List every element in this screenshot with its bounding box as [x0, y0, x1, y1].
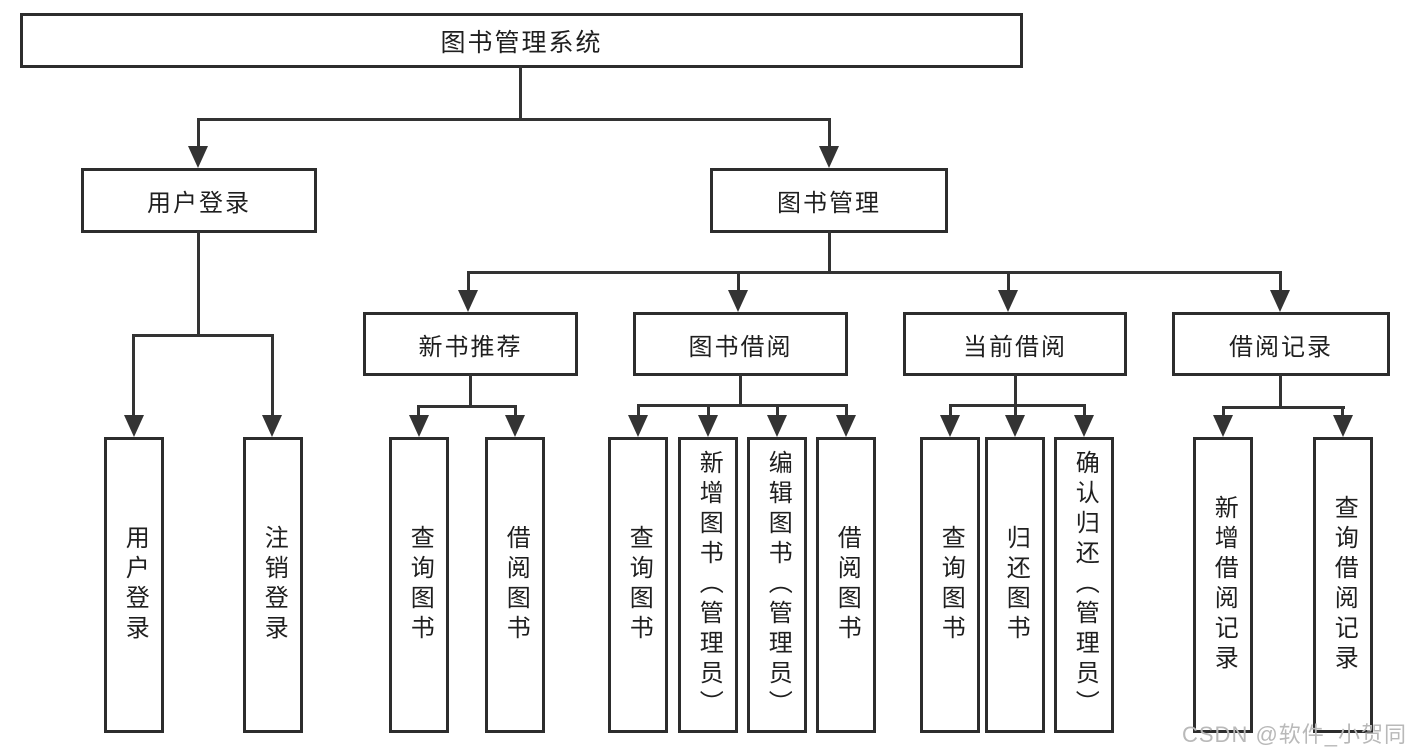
arrow-down-icon [940, 415, 960, 437]
connector-current-borrowing-rail [949, 404, 1086, 407]
node-new-book-recommend: 新书推荐 [363, 312, 578, 376]
node-borrowing-records: 借阅记录 [1172, 312, 1390, 376]
arrow-down-icon [1074, 415, 1094, 437]
node-leaf-add-borrow-record: 新增借阅记录 [1193, 437, 1253, 733]
arrow-down-icon [728, 290, 748, 312]
node-leaf-borrow-books-recommend: 借阅图书 [485, 437, 545, 733]
connector-book-borrowing-stem [739, 374, 742, 407]
connector-drop-leaf [417, 405, 420, 417]
node-book-management: 图书管理 [710, 168, 948, 233]
arrow-down-icon [1270, 290, 1290, 312]
arrow-down-icon [505, 415, 525, 437]
node-leaf-edit-book-admin: 编辑图书（管理员） [747, 437, 807, 733]
connector-book-borrowing-rail [637, 404, 847, 407]
node-leaf-logout: 注销登录 [243, 437, 303, 733]
connector-drop-new-book [467, 271, 470, 292]
connector-drop-leaf [845, 404, 848, 417]
connector-borrowing-records-rail [1222, 406, 1345, 409]
arrow-down-icon [188, 146, 208, 168]
arrow-down-icon [628, 415, 648, 437]
connector-drop-user-login [197, 118, 200, 148]
node-leaf-confirm-return-admin: 确认归还（管理员） [1054, 437, 1114, 733]
watermark: CSDN @软件_小贺同学 [1182, 722, 1405, 747]
node-leaf-return-book: 归还图书 [985, 437, 1045, 733]
connector-drop-leaf [1083, 404, 1086, 417]
arrow-down-icon [124, 415, 144, 437]
arrow-down-icon [998, 290, 1018, 312]
connector-drop-leaf [637, 404, 640, 417]
connector-drop-leaf [1341, 406, 1344, 417]
connector-drop-leaf [1222, 406, 1225, 417]
arrow-down-icon [1213, 415, 1233, 437]
node-user-login: 用户登录 [81, 168, 317, 233]
node-current-borrowing: 当前借阅 [903, 312, 1127, 376]
arrow-down-icon [819, 146, 839, 168]
connector-drop-book-borrowing [737, 271, 740, 292]
connector-new-book-rail [418, 405, 517, 408]
arrow-down-icon [767, 415, 787, 437]
node-leaf-query-books-recommend: 查询图书 [389, 437, 449, 733]
node-root: 图书管理系统 [20, 13, 1023, 68]
connector-user-login-rail [133, 334, 274, 337]
connector-drop-book-management [828, 118, 831, 148]
connector-drop-leaf [271, 334, 274, 417]
arrow-down-icon [262, 415, 282, 437]
node-book-borrowing: 图书借阅 [633, 312, 848, 376]
connector-drop-leaf [949, 404, 952, 417]
node-leaf-add-book-admin: 新增图书（管理员） [678, 437, 738, 733]
arrow-down-icon [1333, 415, 1353, 437]
connector-drop-current-borrowing [1007, 271, 1010, 292]
connector-current-borrowing-stem [1014, 374, 1017, 407]
connector-level3-rail [467, 271, 1282, 274]
connector-new-book-stem [469, 374, 472, 408]
connector-drop-leaf [132, 334, 135, 417]
connector-level2-rail [197, 118, 831, 121]
node-leaf-query-books-current: 查询图书 [920, 437, 980, 733]
connector-drop-leaf [514, 405, 517, 417]
connector-drop-leaf [1014, 404, 1017, 417]
node-leaf-user-login: 用户登录 [104, 437, 164, 733]
arrow-down-icon [458, 290, 478, 312]
connector-borrowing-records-stem [1279, 374, 1282, 409]
node-leaf-borrow-books-borrowing: 借阅图书 [816, 437, 876, 733]
arrow-down-icon [409, 415, 429, 437]
connector-book-management-stem [828, 231, 831, 274]
node-leaf-query-books-borrowing: 查询图书 [608, 437, 668, 733]
arrow-down-icon [836, 415, 856, 437]
connector-root-stem [519, 66, 522, 121]
connector-drop-leaf [776, 404, 779, 417]
arrow-down-icon [698, 415, 718, 437]
connector-drop-leaf [707, 404, 710, 417]
node-leaf-query-borrow-record: 查询借阅记录 [1313, 437, 1373, 733]
arrow-down-icon [1005, 415, 1025, 437]
connector-user-login-stem [197, 231, 200, 336]
connector-drop-borrowing-records [1279, 271, 1282, 292]
